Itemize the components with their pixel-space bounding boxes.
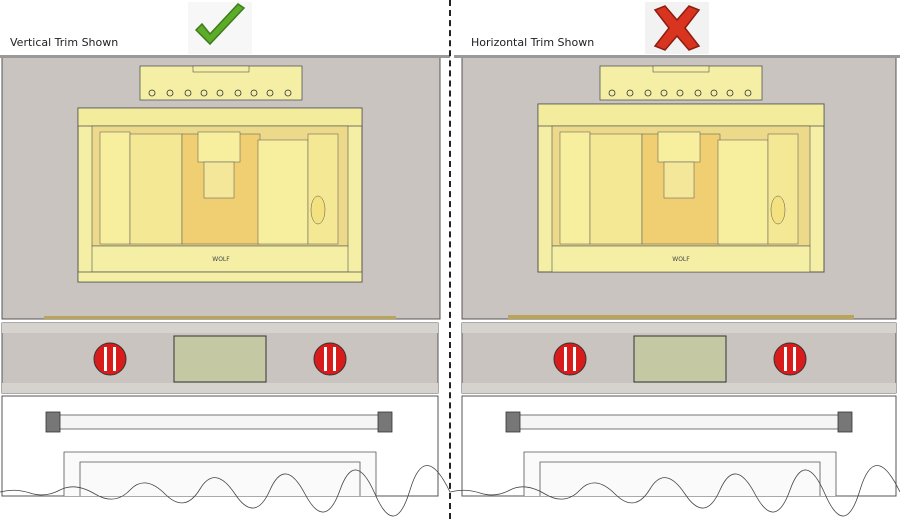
coffee-system: WOLF — [77, 65, 363, 283]
divider-line — [449, 0, 451, 519]
x-mark-icon — [645, 2, 709, 54]
brand-logo: WOLF — [672, 256, 690, 263]
control-panel — [1, 322, 439, 394]
display — [173, 335, 267, 383]
brand-logo: WOLF — [212, 256, 230, 263]
oven-door — [450, 395, 900, 517]
trim-strip — [44, 316, 396, 319]
coffee-system: WOLF — [537, 65, 825, 273]
display — [633, 335, 727, 383]
panel-vertical-trim: Vertical Trim Shown — [0, 2, 450, 517]
trim-strip — [508, 315, 854, 319]
left-knob — [93, 342, 127, 376]
left-knob — [553, 342, 587, 376]
wall-oven-vertical-trim: WOLF — [0, 55, 450, 517]
checkmark-icon — [188, 2, 252, 54]
panel-title: Horizontal Trim Shown — [471, 36, 595, 49]
wall-oven-horizontal-trim: WOLF — [450, 55, 900, 517]
panel-horizontal-trim: Horizontal Trim Shown — [450, 0, 900, 519]
right-knob — [313, 342, 347, 376]
right-knob — [773, 342, 807, 376]
panel-title: Vertical Trim Shown — [10, 36, 119, 49]
control-panel — [461, 322, 897, 394]
oven-door — [0, 395, 450, 517]
